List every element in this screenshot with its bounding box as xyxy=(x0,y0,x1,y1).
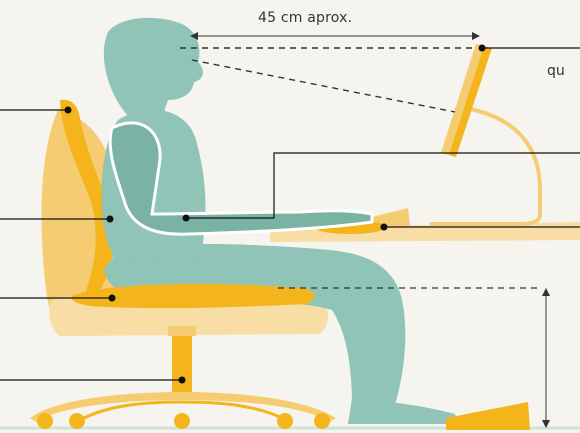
caster-wheel xyxy=(277,413,293,429)
leader-line-elbow xyxy=(186,153,580,218)
chair-column-collar xyxy=(168,326,196,336)
caster-wheel xyxy=(174,413,190,429)
caster-wheel xyxy=(314,413,330,429)
leader-dot xyxy=(107,216,114,223)
monitor-stand xyxy=(430,108,540,224)
sight-line-angled xyxy=(192,60,455,112)
distance-label: 45 cm aprox. xyxy=(258,10,352,26)
leader-dot xyxy=(65,107,72,114)
leader-dot xyxy=(179,377,186,384)
cut-off-label: qu xyxy=(547,63,565,79)
arrow-head-right xyxy=(472,32,480,40)
person-foot xyxy=(348,398,458,424)
leader-dot xyxy=(109,295,116,302)
leader-dot xyxy=(381,224,388,231)
person-head xyxy=(104,18,203,118)
footrest-icon xyxy=(446,402,530,430)
leader-dot xyxy=(479,45,486,52)
caster-wheel xyxy=(69,413,85,429)
arrow-head-up xyxy=(542,288,550,296)
leader-dot xyxy=(183,215,190,222)
caster-wheel xyxy=(37,413,53,429)
chair-column xyxy=(172,330,192,400)
monitor-screen xyxy=(441,44,484,155)
